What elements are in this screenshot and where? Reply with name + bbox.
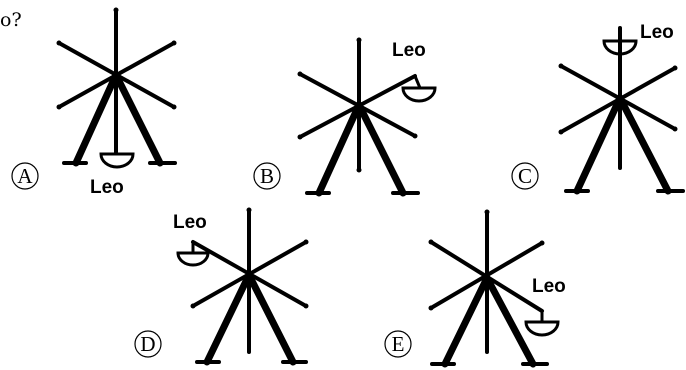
option-a-letter: A (17, 164, 33, 188)
option-c-letter: C (518, 164, 532, 188)
mobile-c-cup (602, 39, 638, 56)
mobile-a (56, 7, 177, 169)
mobile-e-cup (524, 320, 560, 337)
mobile-d-leg-left (203, 271, 253, 366)
mobile-c-leg-right (616, 94, 672, 195)
tag-a: Leo (90, 177, 124, 198)
tag-b: Leo (392, 40, 426, 61)
option-b-marker: B (253, 162, 281, 190)
tag-e: Leo (532, 276, 566, 297)
mobile-d (176, 207, 309, 366)
option-d-marker: D (134, 330, 162, 358)
question-fragment: o? (0, 9, 22, 31)
mobile-c-leg-left (573, 94, 624, 195)
mobile-d-cup (176, 251, 210, 267)
option-b-letter: B (260, 164, 274, 188)
mobile-b-leg-left (315, 101, 363, 197)
mobile-b-string (413, 74, 422, 90)
tag-c: Leo (640, 22, 674, 43)
mobile-b-cup (401, 86, 437, 103)
mobile-b (297, 37, 437, 197)
option-d-letter: D (140, 332, 155, 356)
option-a-marker: A (11, 162, 39, 190)
mobile-e (428, 209, 560, 368)
option-c-marker: C (511, 162, 539, 190)
option-e-marker: E (384, 330, 412, 358)
mobile-c (558, 26, 685, 195)
mobile-e-leg-left (441, 274, 491, 368)
mobile-a-leg-left (72, 71, 120, 167)
mobile-e-leg-right (483, 274, 537, 368)
mobile-b-leg-right (355, 101, 407, 197)
mobile-a-cup (99, 152, 135, 169)
mobile-a-leg-right (112, 71, 164, 167)
option-e-letter: E (392, 332, 405, 356)
tag-d: Leo (173, 212, 207, 233)
mobile-d-leg-right (245, 271, 297, 366)
